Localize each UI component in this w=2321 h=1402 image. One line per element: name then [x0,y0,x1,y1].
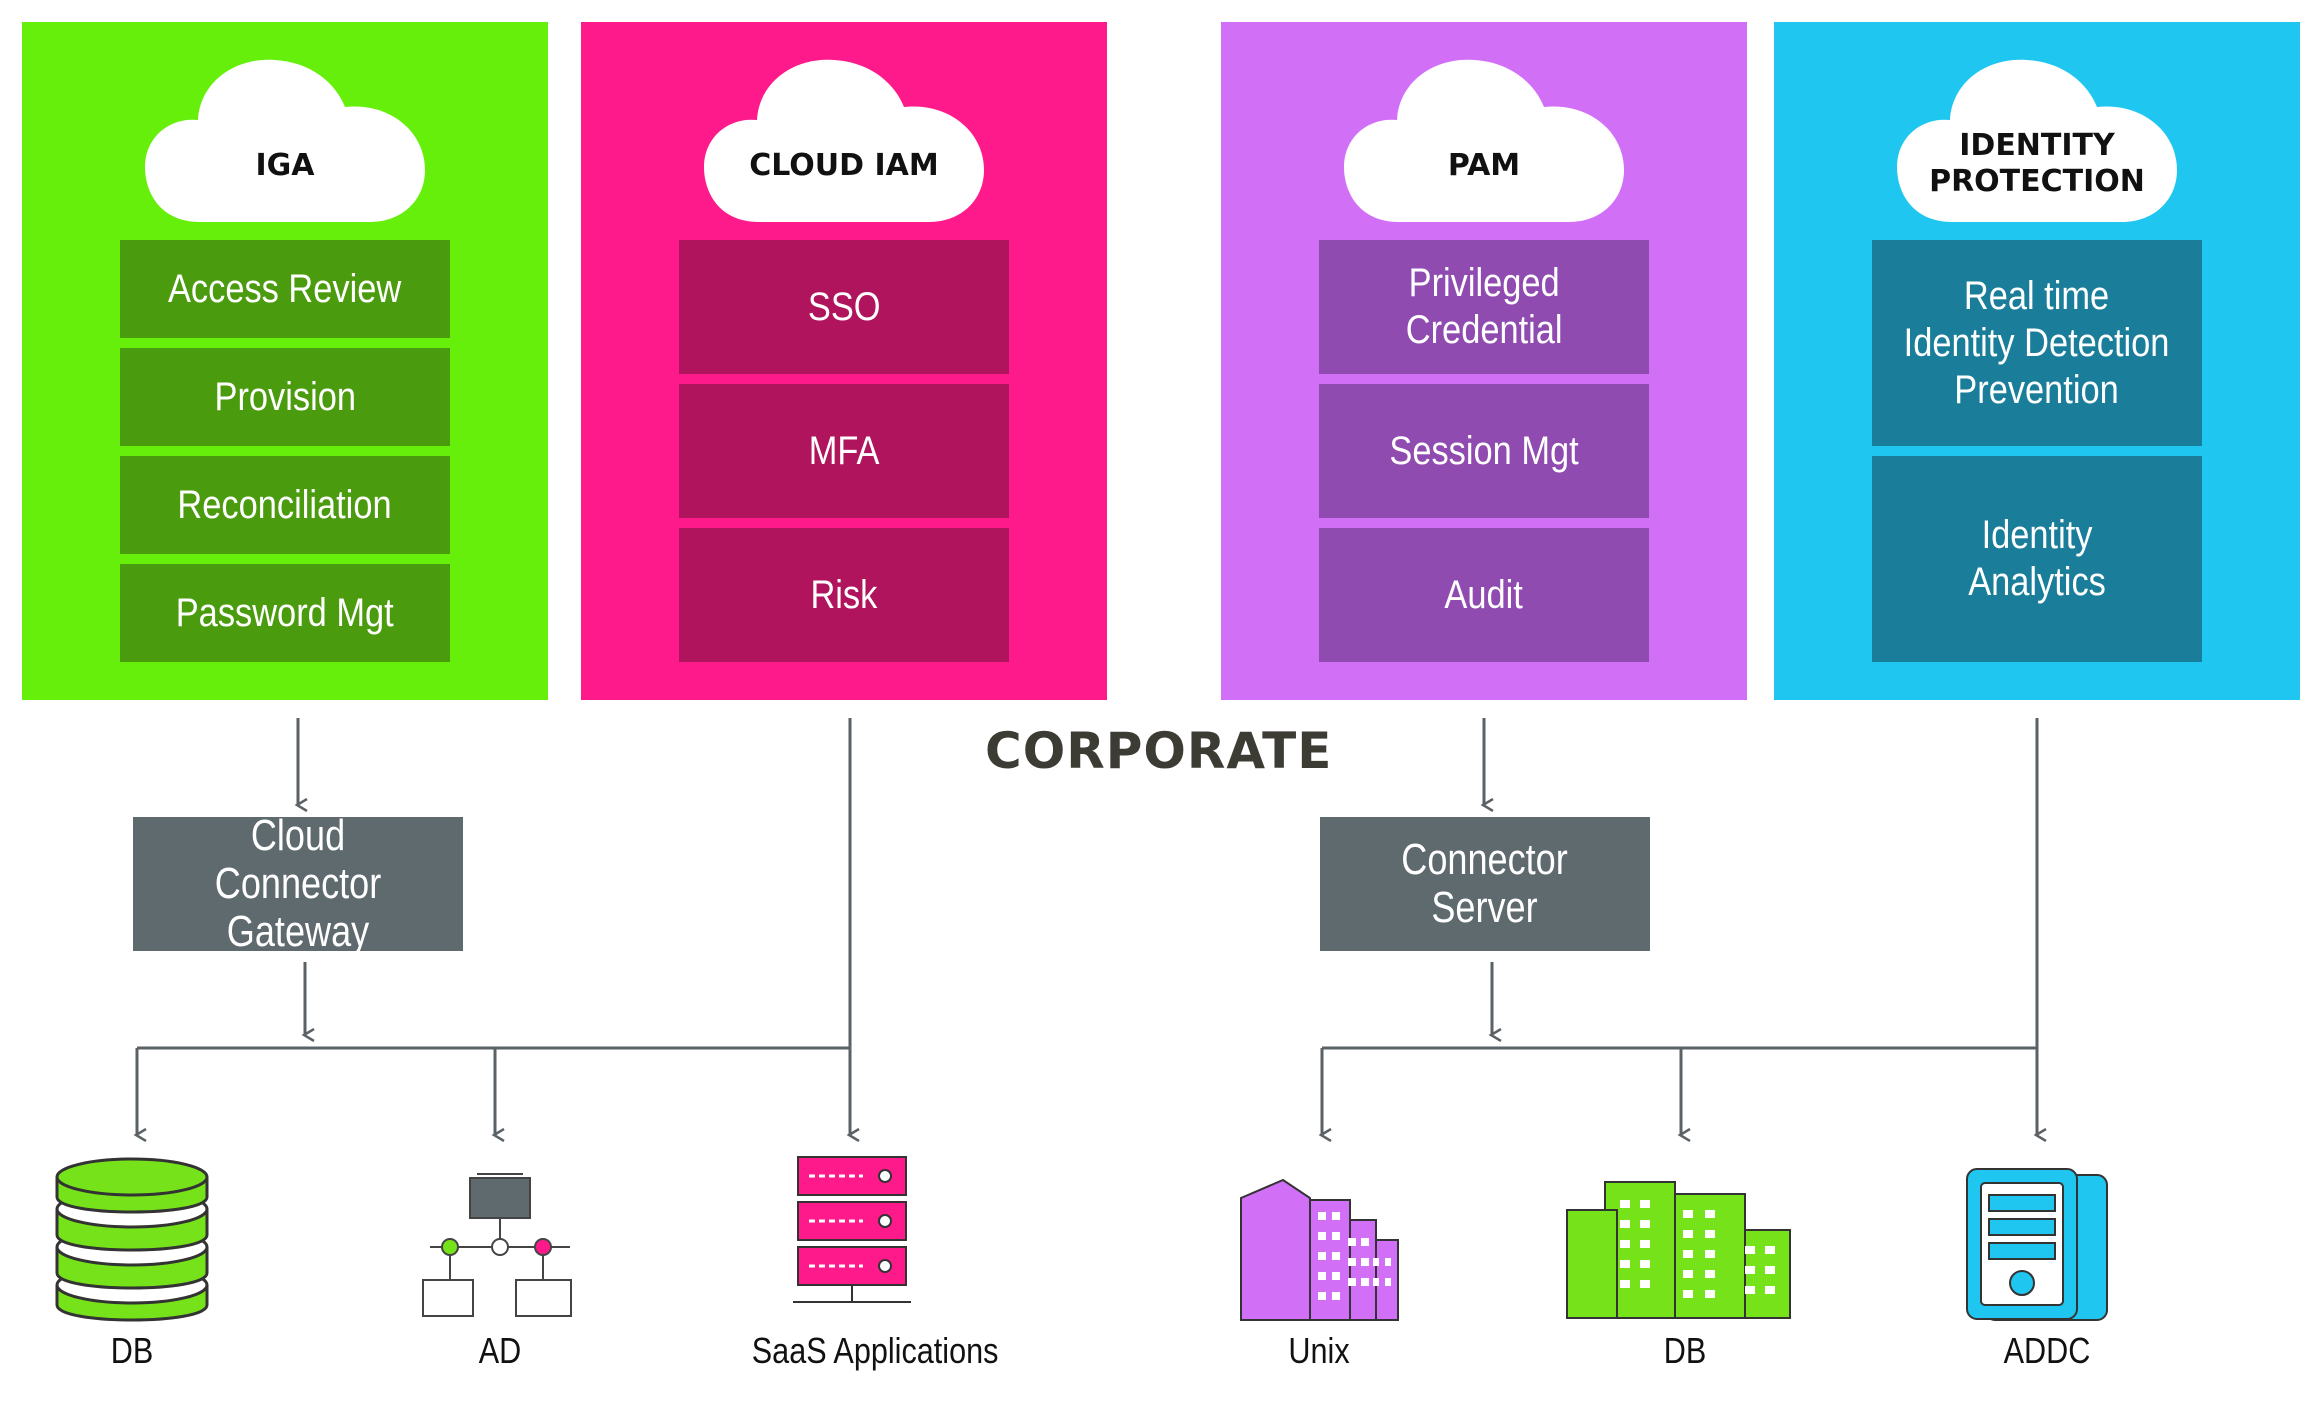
addc-label: ADDC [2003,1330,2091,1371]
db-right-label: DB [1663,1330,1707,1371]
db-left-label: DB [110,1330,154,1371]
cloud-icon [1897,59,2177,222]
session-mgt-label: Session Mgt [1389,428,1579,473]
database-icon [55,1157,209,1322]
cloud-connector-gateway-label: Cloud Connector Gateway [214,811,382,956]
password-mgt-block: Password Mgt [120,564,450,662]
audit-block: Audit [1319,528,1649,662]
cloud-iam-cloud-label: CLOUD IAM [749,148,939,183]
pam-panel: PAM Privileged Credential Session Mgt Au… [1221,22,1747,700]
pam-blocks: Privileged Credential Session Mgt Audit [1319,240,1649,672]
cloud-connector-gateway-box: Cloud Connector Gateway [133,812,463,956]
iga-panel: IGA Access Review Provision Reconciliati… [22,22,548,700]
sso-label: SSO [807,284,881,329]
identity-analytics-label: Identity Analytics [1968,513,2106,604]
ad-label: AD [478,1330,522,1371]
provision-block: Provision [120,348,450,446]
cloud-icon [704,59,984,222]
pam-cloud-label: PAM [1447,148,1521,183]
risk-block: Risk [679,528,1009,662]
server-rack-icon [793,1156,911,1303]
cloud-icon [1344,59,1624,222]
access-review-label: Access Review [168,266,402,311]
session-mgt-block: Session Mgt [1319,384,1649,518]
pam-cloud: PAM [1339,42,1629,232]
connector-server-box: Connector Server [1320,817,1650,951]
sso-block: SSO [679,240,1009,374]
privileged-credential-label: Privileged Credential [1405,261,1563,352]
db-building-icon [1566,1181,1791,1319]
saas-applications-label: SaaS Applications [751,1330,999,1371]
real-time-detection-label: Real time Identity Detection Prevention [1904,273,2170,412]
identity-protection-panel: IDENTITY PROTECTION Real time Identity D… [1774,22,2300,700]
password-mgt-label: Password Mgt [176,590,394,635]
server-tower-icon [1966,1168,2108,1321]
mfa-block: MFA [679,384,1009,518]
audit-label: Audit [1444,572,1524,617]
network-topology-icon [422,1173,572,1317]
reconciliation-block: Reconciliation [120,456,450,554]
connector-server-label: Connector Server [1401,835,1569,932]
cloud-icon [145,59,425,222]
identity-protection-blocks: Real time Identity Detection Prevention … [1872,240,2202,672]
access-review-block: Access Review [120,240,450,338]
cloud-iam-cloud: CLOUD IAM [699,42,989,232]
identity-analytics-block: Identity Analytics [1872,456,2202,662]
real-time-detection-block: Real time Identity Detection Prevention [1872,240,2202,446]
cloud-iam-panel: CLOUD IAM SSO MFA Risk [581,22,1107,700]
iga-cloud: IGA [140,42,430,232]
iga-cloud-label: IGA [255,148,315,183]
cloud-iam-blocks: SSO MFA Risk [679,240,1009,672]
corporate-heading: CORPORATE [985,722,1333,780]
identity-protection-cloud: IDENTITY PROTECTION [1892,42,2182,232]
unix-label: Unix [1288,1330,1350,1371]
provision-label: Provision [214,374,356,419]
reconciliation-label: Reconciliation [177,482,393,527]
identity-protection-cloud-label: IDENTITY PROTECTION [1929,128,2145,199]
iga-blocks: Access Review Provision Reconciliation P… [120,240,450,672]
unix-building-icon [1240,1178,1399,1321]
risk-label: Risk [810,572,878,617]
mfa-label: MFA [808,428,880,473]
privileged-credential-block: Privileged Credential [1319,240,1649,374]
